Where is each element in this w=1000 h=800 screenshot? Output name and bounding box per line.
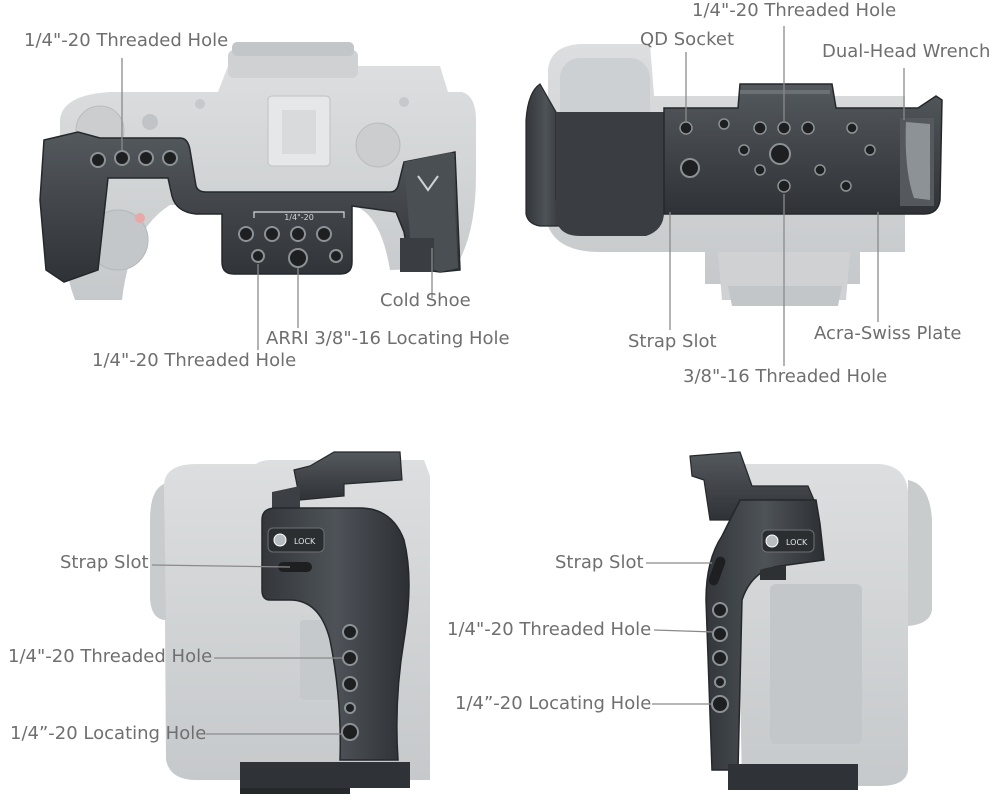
label-top-threaded-hole-lower: 1/4"-20 Threaded Hole bbox=[92, 350, 297, 371]
left-side-holes bbox=[341, 624, 359, 741]
label-38-threaded-hole: 3/8"-16 Threaded Hole bbox=[683, 366, 888, 387]
top-view: 1/4"-20 bbox=[39, 42, 476, 300]
label-cold-shoe: Cold Shoe bbox=[380, 290, 471, 311]
bottom-plate-holes bbox=[679, 118, 876, 193]
right-lock-text: LOCK bbox=[786, 538, 808, 547]
label-bottom-strap-slot: Strap Slot bbox=[628, 331, 717, 352]
cage-left: LOCK bbox=[240, 451, 410, 788]
left-lock-text: LOCK bbox=[294, 537, 316, 546]
leader-lines bbox=[121, 26, 905, 735]
right-side-view: LOCK bbox=[689, 451, 932, 790]
right-side-holes bbox=[711, 602, 729, 713]
bottom-view bbox=[525, 44, 943, 306]
label-acra-swiss-plate: Acra-Swiss Plate bbox=[814, 323, 962, 344]
label-right-locating-hole: 1/4”-20 Locating Hole bbox=[455, 693, 652, 714]
label-left-threaded-hole: 1/4"-20 Threaded Hole bbox=[8, 646, 213, 667]
label-arri-locating-hole: ARRI 3/8"-16 Locating Hole bbox=[266, 328, 510, 349]
top-arm-holes bbox=[90, 150, 178, 168]
label-left-locating-hole: 1/4”-20 Locating Hole bbox=[10, 723, 207, 744]
leader-left-strap bbox=[151, 564, 291, 568]
label-top-threaded-hole-upper: 1/4"-20 Threaded Hole bbox=[24, 30, 229, 51]
top-plate-holes bbox=[238, 226, 343, 268]
label-left-strap-slot: Strap Slot bbox=[60, 552, 149, 573]
label-dual-head-wrench: Dual-Head Wrench bbox=[822, 41, 991, 62]
label-qd-socket: QD Socket bbox=[640, 29, 734, 50]
label-bottom-threaded-hole: 1/4"-20 Threaded Hole bbox=[692, 0, 897, 21]
top-plate-marking: 1/4"-20 bbox=[284, 213, 314, 222]
label-right-strap-slot: Strap Slot bbox=[555, 552, 644, 573]
leader-right-threaded bbox=[653, 629, 715, 633]
cage-bottom bbox=[525, 83, 943, 236]
label-right-threaded-hole: 1/4"-20 Threaded Hole bbox=[447, 619, 652, 640]
left-side-view: LOCK bbox=[150, 451, 430, 794]
cage-top: 1/4"-20 bbox=[39, 131, 461, 283]
cage-right: LOCK bbox=[689, 451, 858, 790]
